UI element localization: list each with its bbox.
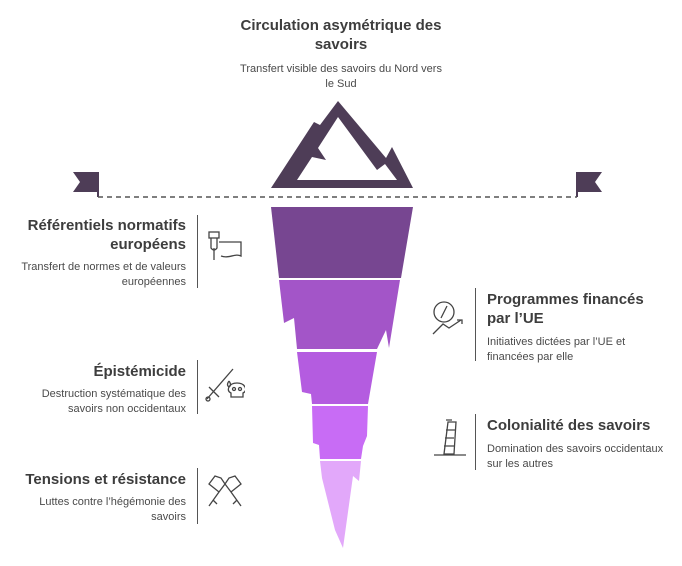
right-flag-icon bbox=[576, 172, 602, 197]
iceberg-band-2 bbox=[279, 280, 400, 349]
top-title: Circulation asymétrique des savoirs bbox=[240, 17, 442, 53]
sword-skull-icon bbox=[205, 368, 245, 402]
item-desc-programmes: Initiatives dictées par l’UE et financée… bbox=[487, 336, 626, 363]
iceberg-band-3 bbox=[297, 352, 377, 404]
item-title-programmes: Programmes financés par l’UE bbox=[487, 291, 644, 327]
item-desc-tensions: Luttes contre l’hégémonie des savoirs bbox=[39, 496, 186, 523]
leaning-tower-icon bbox=[434, 419, 466, 456]
item-desc-epistemicide: Destruction systématique des savoirs non… bbox=[41, 388, 186, 415]
left-flag-icon bbox=[73, 172, 99, 197]
top-desc: Transfert visible des savoirs du Nord ve… bbox=[240, 63, 442, 90]
iceberg-band-1 bbox=[271, 207, 413, 278]
divider bbox=[197, 468, 198, 524]
item-title-colonialite: Colonialité des savoirs bbox=[487, 417, 651, 434]
divider bbox=[475, 288, 476, 361]
currency-growth-icon bbox=[432, 301, 463, 335]
divider bbox=[197, 215, 198, 288]
item-title-referentiels: Référentiels normatifs européens bbox=[27, 217, 186, 253]
divider bbox=[197, 360, 198, 414]
item-desc-colonialite: Domination des savoirs occidentaux sur l… bbox=[487, 443, 664, 470]
item-desc-referentiels: Transfert de normes et de valeurs europé… bbox=[21, 261, 186, 288]
divider bbox=[475, 414, 476, 470]
item-title-epistemicide: Épistémicide bbox=[93, 363, 186, 380]
item-title-tensions: Tensions et résistance bbox=[25, 471, 186, 488]
mountain-peak-icon bbox=[271, 101, 413, 188]
iceberg-band-4 bbox=[312, 406, 368, 459]
flag-hand-icon bbox=[208, 231, 242, 260]
iceberg-band-5 bbox=[320, 461, 361, 548]
boxing-gloves-icon bbox=[208, 475, 242, 507]
